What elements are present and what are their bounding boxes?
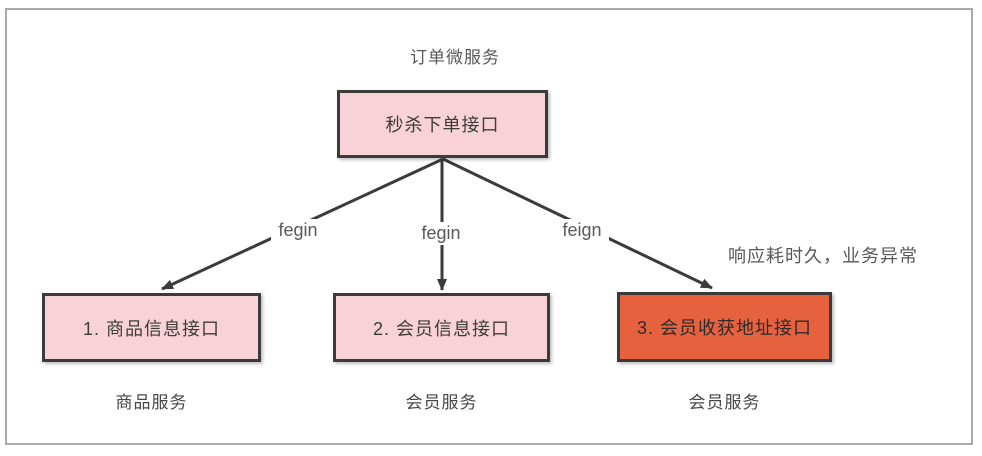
service-label-member-2: 会员服务 — [688, 393, 761, 412]
node-product-info-api: 1. 商品信息接口 — [42, 293, 261, 362]
diagram-frame — [5, 8, 973, 445]
service-label-member-1: 会员服务 — [405, 393, 478, 412]
annotation-slow-response: 响应耗时久，业务异常 — [728, 246, 918, 266]
edge-label-feign-3: feign — [555, 219, 609, 242]
edge-label-fegin-1: fegin — [271, 219, 325, 242]
edge-label-fegin-2: fegin — [414, 222, 468, 245]
node-member-info-api: 2. 会员信息接口 — [333, 293, 550, 362]
node-seckill-order-api: 秒杀下单接口 — [337, 90, 548, 158]
node-member-address-api: 3. 会员收获地址接口 — [617, 292, 832, 362]
diagram-title: 订单微服务 — [410, 48, 500, 67]
service-label-product: 商品服务 — [115, 393, 188, 412]
